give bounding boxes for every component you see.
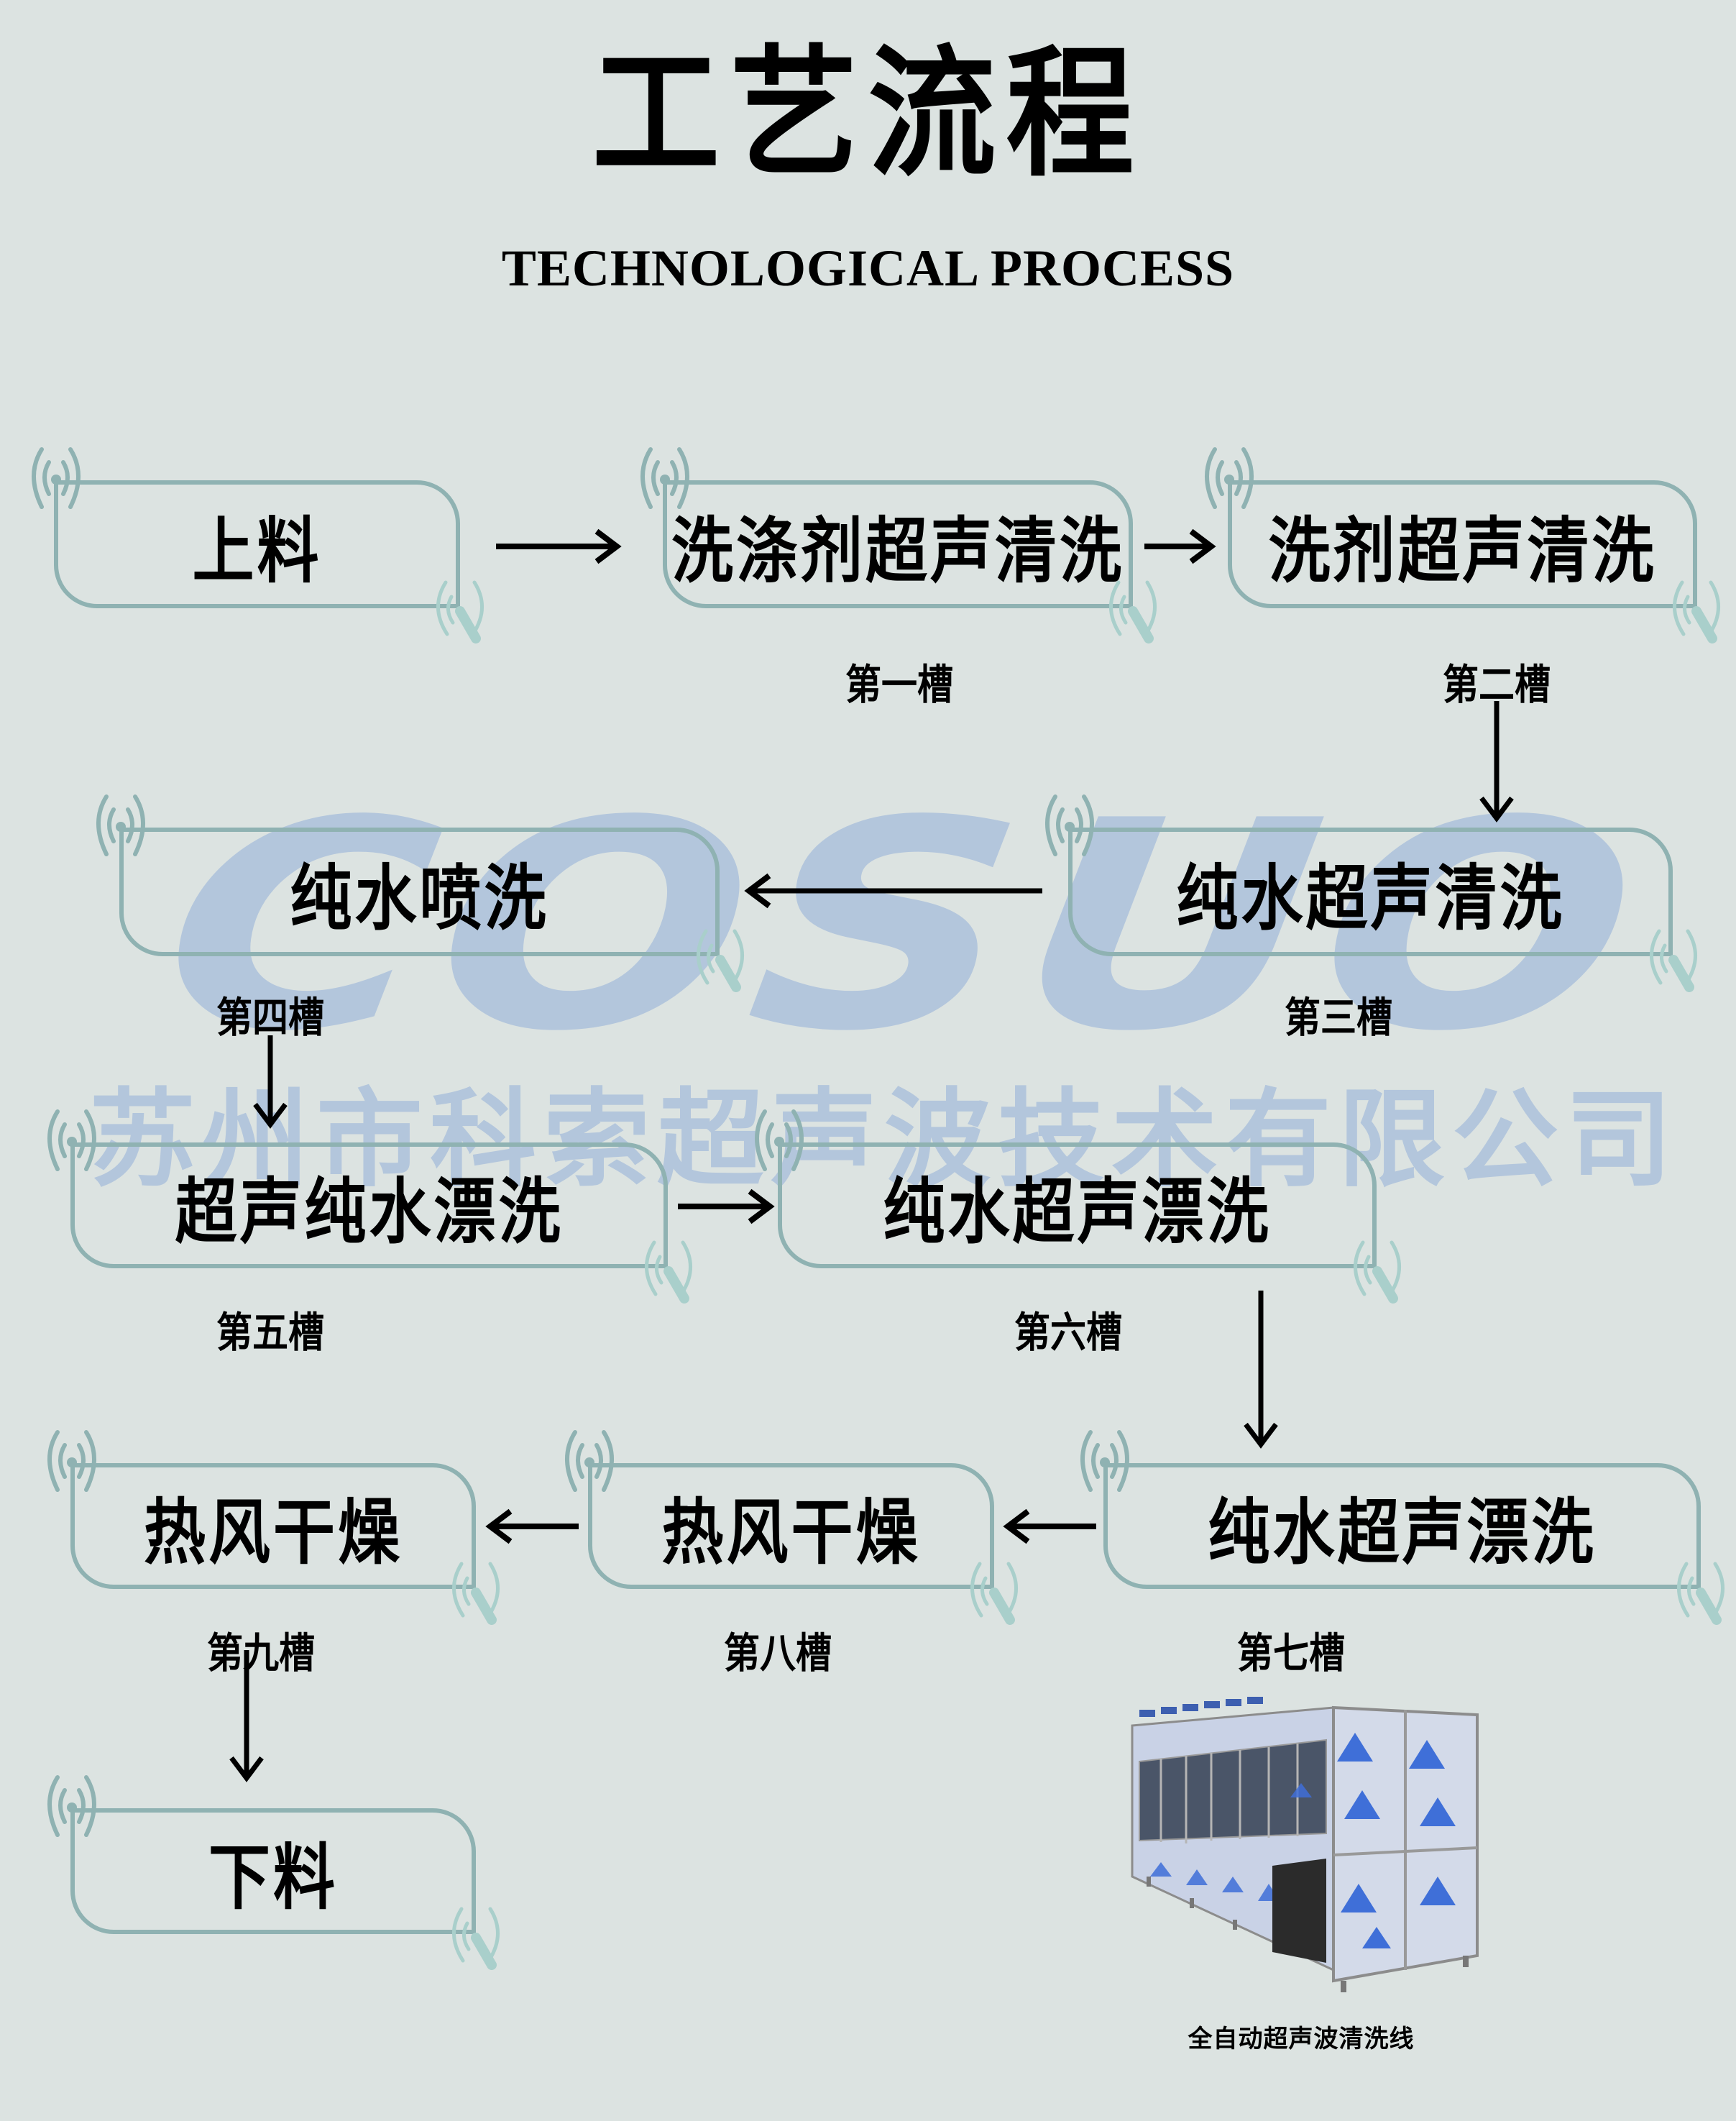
step-label: 洗涤剂超声清洗 xyxy=(671,510,1124,593)
magnifier-signal-icon xyxy=(640,1235,697,1307)
step-label: 上料 xyxy=(192,510,322,593)
step-box-pure-water-spray: 纯水喷洗 xyxy=(119,828,720,956)
signal-antenna-icon xyxy=(36,1104,108,1183)
step-label: 纯水超声漂洗 xyxy=(883,1171,1272,1254)
step-box-pure-water-ultrasonic-rinse: 纯水超声漂洗 xyxy=(778,1142,1377,1268)
step-label: 洗剂超声清洗 xyxy=(1268,510,1657,593)
signal-antenna-icon xyxy=(36,1770,108,1849)
arrow-left-icon xyxy=(744,873,1042,909)
page-subtitle: TECHNOLOGICAL PROCESS xyxy=(501,239,1235,297)
signal-antenna-icon xyxy=(743,1104,815,1183)
step-label: 热风干燥 xyxy=(144,1491,403,1575)
arrow-left-icon xyxy=(1003,1508,1096,1544)
product-caption: 全自动超声波清洗线 xyxy=(1188,2025,1415,2053)
step-label: 热风干燥 xyxy=(661,1491,921,1575)
signal-antenna-icon xyxy=(554,1425,625,1504)
signal-antenna-icon xyxy=(85,789,157,869)
step-label: 纯水超声清洗 xyxy=(1176,857,1565,940)
magnifier-signal-icon xyxy=(431,575,489,647)
step-label: 纯水喷洗 xyxy=(290,857,549,940)
step-box-unloading: 下料 xyxy=(70,1808,476,1934)
step-box-hot-air-dry-1: 热风干燥 xyxy=(588,1463,994,1589)
signal-antenna-icon xyxy=(629,442,701,521)
step-box-hot-air-dry-2: 热风干燥 xyxy=(70,1463,476,1589)
step-box-pure-water-ultrasonic-rinse-2: 纯水超声漂洗 xyxy=(1103,1463,1701,1589)
step-label: 纯水超声漂洗 xyxy=(1208,1491,1597,1575)
arrow-down-icon xyxy=(229,1650,264,1782)
step-label: 超声纯水漂洗 xyxy=(175,1171,564,1254)
magnifier-signal-icon xyxy=(1672,1557,1730,1628)
slot-label: 第九槽 xyxy=(207,1629,315,1677)
slot-label: 第八槽 xyxy=(724,1629,832,1677)
signal-antenna-icon xyxy=(1034,789,1106,869)
signal-antenna-icon xyxy=(20,442,92,521)
magnifier-signal-icon xyxy=(447,1902,505,1974)
slot-label: 第五槽 xyxy=(216,1309,324,1357)
magnifier-signal-icon xyxy=(692,924,749,996)
slot-label: 第一槽 xyxy=(845,661,953,709)
step-label: 下料 xyxy=(208,1836,338,1920)
arrow-down-icon xyxy=(253,1035,288,1129)
signal-antenna-icon xyxy=(1069,1425,1141,1504)
watermark-company-name: 苏州市科索超声波技术有限公司 xyxy=(89,1078,1679,1201)
arrow-left-icon xyxy=(485,1508,579,1544)
signal-antenna-icon xyxy=(1193,442,1265,521)
page-title: 工艺流程 xyxy=(592,32,1144,196)
magnifier-signal-icon xyxy=(965,1557,1023,1628)
arrow-down-icon xyxy=(1479,701,1514,823)
step-box-pure-water-ultrasonic-clean: 纯水超声清洗 xyxy=(1068,828,1673,956)
magnifier-signal-icon xyxy=(1645,924,1702,996)
ultrasonic-cleaning-line-photo xyxy=(1131,1697,1479,1992)
arrow-right-icon xyxy=(1144,528,1216,564)
magnifier-signal-icon xyxy=(447,1557,505,1628)
slot-label: 第六槽 xyxy=(1014,1309,1122,1357)
step-box-detergent-ultrasonic-clean: 洗涤剂超声清洗 xyxy=(663,480,1133,608)
slot-label: 第二槽 xyxy=(1443,661,1551,709)
magnifier-signal-icon xyxy=(1349,1235,1406,1307)
arrow-right-icon xyxy=(678,1188,775,1224)
arrow-down-icon xyxy=(1244,1291,1278,1449)
magnifier-signal-icon xyxy=(1104,575,1162,647)
step-box-loading: 上料 xyxy=(54,480,460,608)
slot-label: 第四槽 xyxy=(216,994,324,1042)
signal-antenna-icon xyxy=(36,1425,108,1504)
slot-label: 第三槽 xyxy=(1285,994,1392,1042)
step-box-detergent-clean: 洗剂超声清洗 xyxy=(1228,480,1697,608)
step-box-ultrasonic-pure-water-rinse: 超声纯水漂洗 xyxy=(70,1142,668,1268)
slot-label: 第七槽 xyxy=(1237,1629,1345,1677)
arrow-right-icon xyxy=(496,528,622,564)
magnifier-signal-icon xyxy=(1668,575,1725,647)
